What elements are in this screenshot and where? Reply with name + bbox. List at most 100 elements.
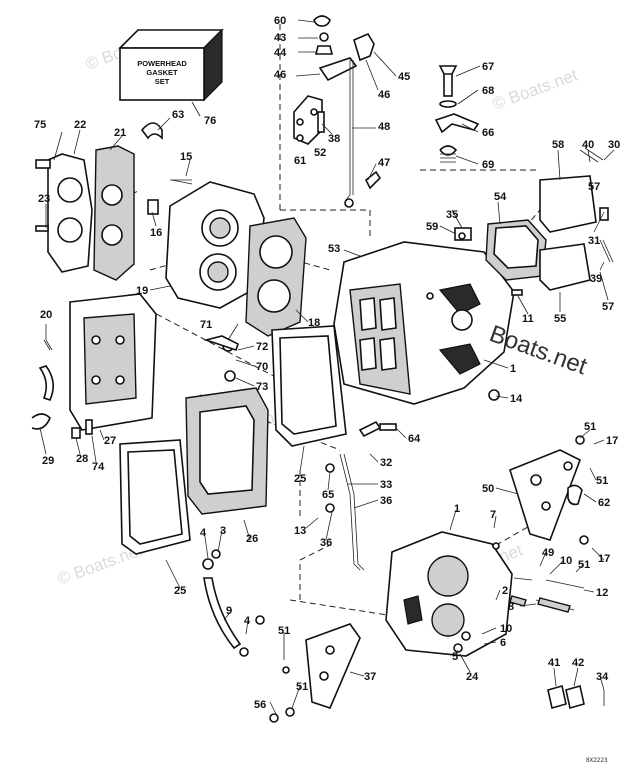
callout-51: 51 — [596, 475, 608, 487]
callout-70: 70 — [256, 361, 268, 373]
drawing-code: 8X2223 — [586, 757, 608, 764]
kit-label-line-3: SET — [155, 77, 170, 86]
callout-23: 23 — [38, 193, 50, 205]
callout-71: 71 — [200, 319, 212, 331]
callout-41: 41 — [548, 657, 560, 669]
throttle-linkage — [325, 420, 397, 571]
callout-4: 4 — [244, 615, 251, 627]
exhaust-plate-gaskets — [119, 325, 347, 555]
callout-73: 73 — [256, 381, 268, 393]
callout-1: 1 — [510, 363, 516, 375]
linkage-parts — [293, 15, 480, 208]
callout-74: 74 — [92, 461, 105, 473]
callout-66: 66 — [482, 127, 494, 139]
callout-75: 75 — [34, 119, 46, 131]
callout-50: 50 — [482, 483, 494, 495]
callout-30: 30 — [608, 139, 620, 151]
kit-label-line-2: GASKET — [146, 68, 178, 77]
callout-63: 63 — [172, 109, 184, 121]
callout-35: 35 — [446, 209, 458, 221]
callout-25: 25 — [294, 473, 306, 485]
callout-18: 18 — [308, 317, 320, 329]
callout-27: 27 — [104, 435, 116, 447]
callout-42: 42 — [572, 657, 584, 669]
lower-bracket — [305, 623, 361, 709]
callout-12: 12 — [596, 587, 608, 599]
callout-46: 46 — [274, 69, 286, 81]
callout-51: 51 — [296, 681, 308, 693]
callout-32: 32 — [380, 457, 392, 469]
callout-69: 69 — [482, 159, 494, 171]
callout-7: 7 — [490, 509, 496, 521]
callout-51: 51 — [584, 421, 596, 433]
callout-64: 64 — [408, 433, 421, 445]
callout-37: 37 — [364, 671, 376, 683]
callout-17: 17 — [598, 553, 610, 565]
callout-24: 24 — [466, 671, 479, 683]
crankcase — [385, 531, 513, 657]
callout-4: 4 — [200, 527, 207, 539]
callout-52: 52 — [314, 147, 326, 159]
cover-gaskets — [35, 122, 192, 281]
callout-46: 46 — [378, 89, 390, 101]
callout-31: 31 — [588, 235, 600, 247]
callout-34: 34 — [596, 671, 609, 683]
mount-bracket — [509, 449, 583, 541]
callout-68: 68 — [482, 85, 494, 97]
callout-5: 5 — [452, 651, 458, 663]
callout-10: 10 — [560, 555, 572, 567]
water-hose — [202, 549, 249, 657]
callout-13: 13 — [294, 525, 306, 537]
callout-26: 26 — [246, 533, 258, 545]
callout-19: 19 — [136, 285, 148, 297]
callout-57: 57 — [588, 181, 600, 193]
callout-16: 16 — [150, 227, 162, 239]
callout-labels: 60 43 44 45 46 46 67 68 66 48 38 52 61 4… — [34, 15, 620, 711]
fasteners — [171, 179, 605, 723]
bypass-covers — [454, 147, 614, 291]
callout-58: 58 — [552, 139, 564, 151]
callout-49: 49 — [542, 547, 554, 559]
callout-14: 14 — [510, 393, 523, 405]
callout-11: 11 — [522, 313, 534, 325]
callout-48: 48 — [378, 121, 390, 133]
callout-38: 38 — [328, 133, 340, 145]
callout-8: 8 — [508, 601, 514, 613]
callout-3: 3 — [220, 525, 226, 537]
callout-20: 20 — [40, 309, 52, 321]
callout-47: 47 — [378, 157, 390, 169]
callout-9: 9 — [226, 605, 232, 617]
cylinder-head — [165, 181, 265, 309]
callout-51: 51 — [578, 559, 590, 571]
callout-53: 53 — [328, 243, 340, 255]
callout-22: 22 — [74, 119, 86, 131]
gasket-set-box: POWERHEAD GASKET SET — [118, 28, 224, 102]
callout-33: 33 — [380, 479, 392, 491]
callout-55: 55 — [554, 313, 566, 325]
callout-36: 36 — [320, 537, 332, 549]
callout-76: 76 — [204, 115, 216, 127]
callout-17: 17 — [606, 435, 618, 447]
callout-54: 54 — [494, 191, 507, 203]
head-gasket — [245, 217, 307, 337]
callout-25: 25 — [174, 585, 186, 597]
callout-29: 29 — [42, 455, 54, 467]
callout-72: 72 — [256, 341, 268, 353]
callout-67: 67 — [482, 61, 494, 73]
callout-56: 56 — [254, 699, 266, 711]
cylinder-block — [333, 241, 523, 405]
callout-43: 43 — [274, 32, 286, 44]
callout-15: 15 — [180, 151, 192, 163]
callout-44: 44 — [274, 47, 287, 59]
callout-10: 10 — [500, 623, 512, 635]
callout-39: 39 — [590, 273, 602, 285]
callout-1: 1 — [454, 503, 460, 515]
callout-6: 6 — [500, 637, 506, 649]
callout-60: 60 — [274, 15, 286, 27]
callout-45: 45 — [398, 71, 410, 83]
callout-61: 61 — [294, 155, 306, 167]
callout-2: 2 — [502, 585, 508, 597]
callout-36: 36 — [380, 495, 392, 507]
callout-62: 62 — [598, 497, 610, 509]
